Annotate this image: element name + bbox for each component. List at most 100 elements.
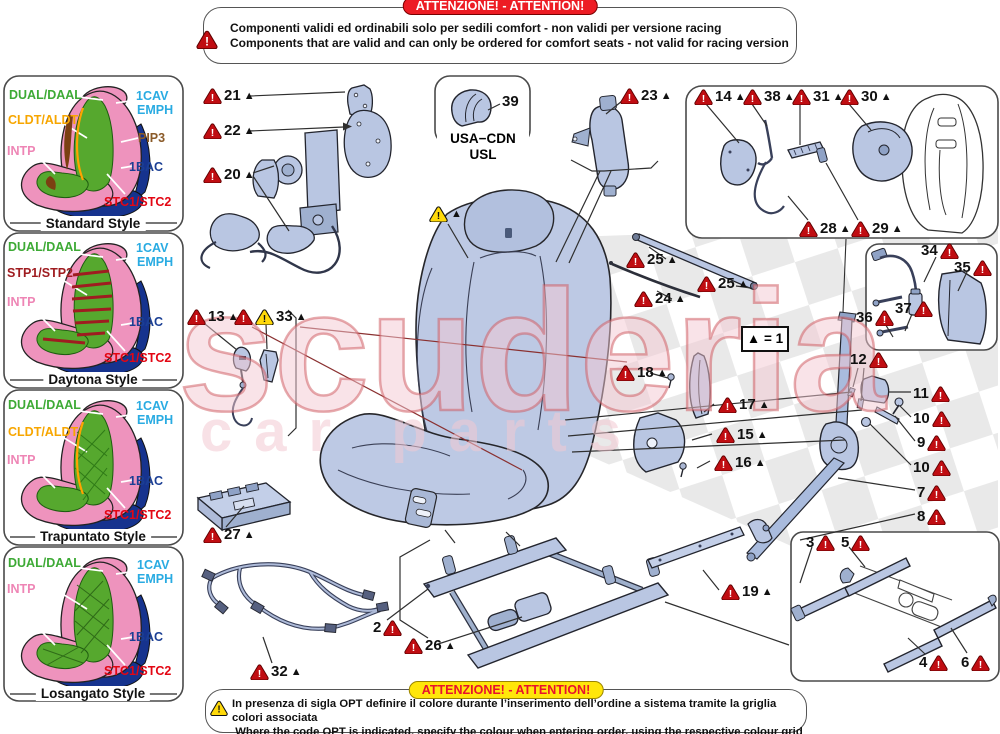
- red-warning-triangle-icon: !: [940, 243, 959, 259]
- warning-line-it: In presenza di sigla OPT definire il col…: [232, 698, 777, 724]
- callout-38: !38▲: [743, 89, 795, 105]
- svg-text:!: !: [859, 225, 863, 237]
- top-warning-box: ATTENZIONE! - ATTENTION! ! Componenti va…: [196, 0, 797, 64]
- callout-10: 10!: [913, 411, 951, 427]
- main-seat: [319, 189, 612, 528]
- seatbelt-assembly: [746, 238, 904, 562]
- callout-36: 36!: [856, 310, 894, 326]
- trim-code-label: EMPH: [137, 103, 174, 117]
- red-warning-triangle-icon: !: [971, 655, 990, 671]
- comfort-marker: ▲: [758, 399, 770, 411]
- part-number: 21: [224, 87, 241, 104]
- svg-text:!: !: [705, 280, 709, 292]
- part-number: 3: [806, 534, 815, 551]
- red-warning-triangle-icon: !: [250, 664, 269, 680]
- callout-17: !17▲: [718, 397, 770, 413]
- leader-lines: [204, 91, 968, 664]
- trim-code-label: STC1/STC2: [104, 508, 172, 522]
- red-warning-triangle-icon: !: [927, 435, 946, 451]
- part-number: 12: [850, 351, 867, 368]
- part-number: 19: [742, 583, 759, 600]
- callout-24: !24▲: [634, 291, 686, 307]
- svg-text:!: !: [980, 264, 984, 276]
- red-warning-triangle-icon: !: [187, 309, 206, 325]
- yellow-warning-triangle-icon: !: [210, 700, 228, 721]
- part-number: 25: [647, 251, 664, 268]
- svg-text:!: !: [921, 305, 925, 317]
- svg-text:!: !: [263, 313, 267, 325]
- svg-text:!: !: [628, 92, 632, 104]
- red-warning-triangle-icon: !: [634, 291, 653, 307]
- svg-text:!: !: [634, 256, 638, 268]
- seat-slide-assembly: [422, 535, 670, 669]
- legend-text: ▲ = 1: [746, 331, 784, 346]
- trim-code-label: STP1/STP2: [7, 266, 73, 280]
- usa-cdn-box: [434, 75, 531, 146]
- callout-39: 39: [502, 94, 519, 110]
- trim-code-label: EMPH: [137, 255, 174, 269]
- part-number: 6: [961, 654, 970, 671]
- svg-text:!: !: [205, 34, 209, 48]
- comfort-marker: ▲: [737, 278, 749, 290]
- red-warning-triangle-icon: !: [875, 310, 894, 326]
- svg-text:!: !: [211, 531, 215, 543]
- part-number: 18: [637, 364, 654, 381]
- callout-5: 5!: [841, 535, 870, 551]
- part-number: 9: [917, 434, 926, 451]
- svg-text:!: !: [807, 225, 811, 237]
- trim-code-label: STC1/STC2: [104, 664, 172, 678]
- svg-text:!: !: [211, 92, 215, 104]
- callout-12: 12!: [850, 352, 888, 368]
- recliner-actuator: [571, 94, 630, 197]
- red-warning-triangle-icon: !: [718, 397, 737, 413]
- part-number: 34: [921, 242, 938, 259]
- red-warning-triangle-icon: !: [851, 221, 870, 237]
- part-number: 25: [718, 275, 735, 292]
- buckle-parts: [231, 346, 279, 427]
- trim-code-label: INTP: [7, 144, 36, 158]
- comfort-marker: ▲: [295, 311, 307, 323]
- style-panel-trapuntato-art: [3, 389, 184, 546]
- seat-rails-box: [790, 531, 1000, 682]
- part-number: 15: [737, 426, 754, 443]
- callout-14: !14▲: [694, 89, 746, 105]
- red-warning-triangle-icon: !: [203, 167, 222, 183]
- callout-9: 9!: [917, 435, 946, 451]
- svg-text:!: !: [939, 390, 943, 402]
- red-warning-triangle-icon: !: [932, 411, 951, 427]
- comfort-marker: ▲: [290, 666, 302, 678]
- trim-code-label: STC1/STC2: [104, 195, 172, 209]
- trim-code-label: 1CAV: [137, 558, 170, 572]
- red-warning-triangle-icon: !: [869, 352, 888, 368]
- style-panel-title-1: Daytona Style: [43, 372, 143, 387]
- callout-21: !21▲: [203, 88, 255, 104]
- part-number: 32: [271, 663, 288, 680]
- warning-line-en: Where the code OPT is indicated, specify…: [235, 726, 803, 734]
- red-warning-triangle-icon: !: [203, 527, 222, 543]
- callout-15: !15▲: [716, 427, 768, 443]
- trim-code-label: CLDT/ALDT: [8, 425, 79, 439]
- comfort-marker: ▲: [674, 293, 686, 305]
- callout-3: 3!: [806, 535, 835, 551]
- part-number: 10: [913, 459, 930, 476]
- svg-text:!: !: [722, 459, 726, 471]
- bottom-warning-badge: ATTENZIONE! - ATTENTION!: [408, 681, 604, 699]
- trim-code-label: PIP3: [138, 131, 166, 145]
- comfort-marker: ▲: [666, 254, 678, 266]
- red-warning-triangle-icon: !: [234, 309, 253, 325]
- svg-text:!: !: [848, 93, 852, 105]
- style-panel-title-2: Trapuntato Style: [35, 529, 151, 544]
- red-warning-triangle-icon: !: [203, 123, 222, 139]
- part-number: 7: [917, 484, 926, 501]
- part-number: 30: [861, 88, 878, 105]
- svg-text:!: !: [391, 624, 395, 636]
- headrest-components-box: [685, 85, 999, 239]
- callout-26: !26▲: [404, 638, 456, 654]
- comfort-marker: ▲: [660, 90, 672, 102]
- svg-text:!: !: [876, 356, 880, 368]
- part-number: 14: [715, 88, 732, 105]
- svg-text:!: !: [947, 247, 951, 259]
- callout-32: !32▲: [250, 664, 302, 680]
- trim-code-label: INTP: [7, 453, 36, 467]
- red-warning-triangle-icon: !: [203, 88, 222, 104]
